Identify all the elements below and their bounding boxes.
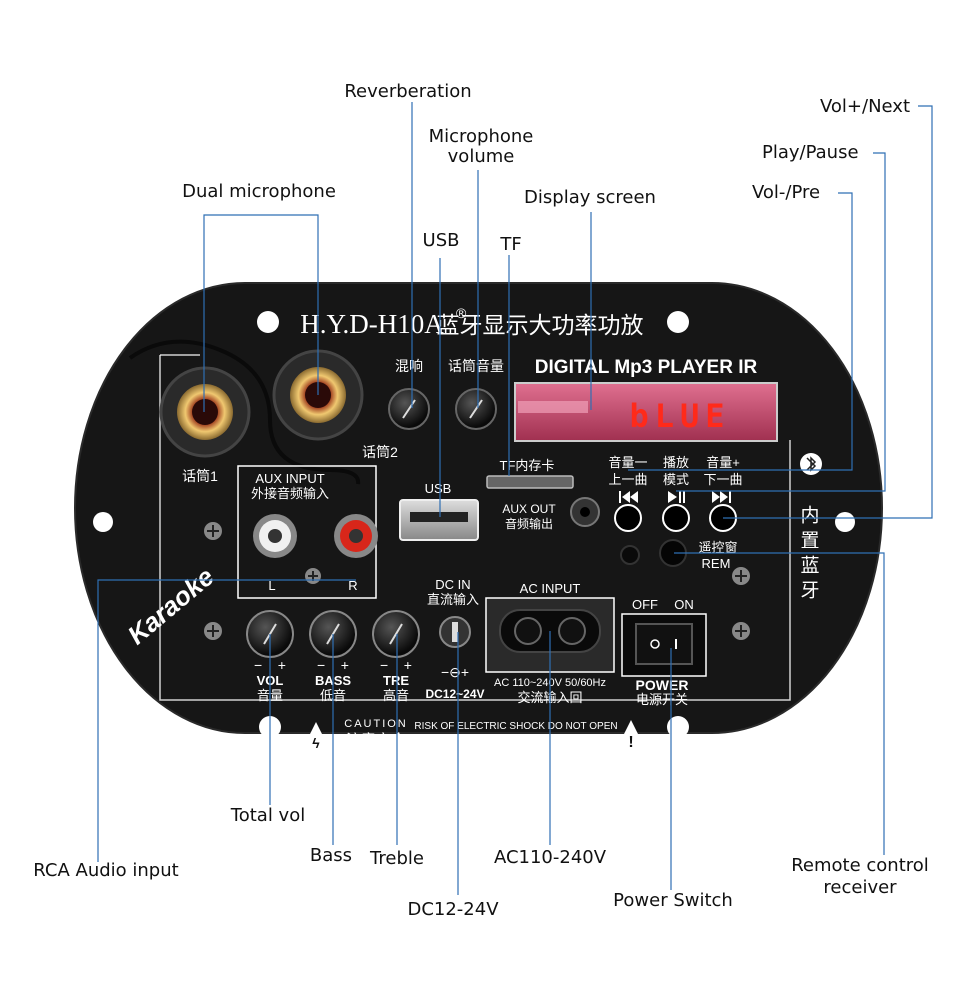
- aux-input-cn-label: 外接音频输入: [251, 486, 329, 501]
- display-screen: [514, 382, 778, 442]
- tre-label: TRE: [383, 673, 409, 688]
- dc-spec-label: DC12~24V: [425, 687, 484, 701]
- board-inner-border: [159, 355, 791, 701]
- aux-r-label: R: [348, 578, 357, 593]
- board-model: H.Y.D-H10A: [300, 309, 444, 339]
- leader-vol-pre: [628, 192, 853, 471]
- callout-remote-line1: Remote control: [791, 855, 929, 876]
- power-label: POWER: [636, 677, 689, 693]
- remote-cn-label: 遥控窗: [698, 540, 737, 555]
- on-label: ON: [674, 597, 694, 612]
- board-reg-mark: ®: [456, 305, 467, 321]
- leader-remote: [674, 552, 885, 855]
- icon-next: [712, 491, 731, 503]
- warning-icon-left: ϟ: [302, 722, 330, 751]
- callout-display-screen: Display screen: [524, 187, 656, 208]
- callout-mic-volume-line2: volume: [447, 146, 515, 167]
- callout-total-vol: Total vol: [230, 805, 306, 826]
- icon-prev: [619, 491, 638, 503]
- mic-volume-knob[interactable]: [455, 388, 497, 430]
- next-label: 下一曲: [703, 472, 742, 487]
- reverb-label: 混响: [395, 358, 423, 374]
- callout-rca-audio-input: RCA Audio input: [33, 860, 179, 881]
- callout-ac: AC110-240V: [493, 847, 607, 868]
- callout-treble: Treble: [370, 848, 424, 869]
- aux-out-label: AUX OUT: [502, 502, 556, 516]
- svg-text:!: !: [628, 734, 633, 751]
- rca-right-jack[interactable]: [334, 514, 378, 558]
- callout-power-switch: Power Switch: [613, 890, 733, 911]
- risk-cn-label: 内部线路有高压，非专业技术人员请勿拆开箱体: [432, 735, 600, 745]
- mic1-label: 话筒1: [182, 468, 218, 484]
- dc-in-cn-label: 直流输入: [427, 592, 479, 607]
- vol-plus-label: 音量+: [706, 455, 740, 470]
- button-play-pause[interactable]: [662, 504, 690, 532]
- callout-vol-next: Vol+/Next: [820, 96, 911, 117]
- leader-play-pause: [676, 152, 886, 492]
- ac-input-label: AC INPUT: [520, 581, 581, 596]
- usb-label: USB: [425, 481, 452, 496]
- play-label: 播放: [663, 455, 689, 470]
- risk-label: RISK OF ELECTRIC SHOCK DO NOT OPEN: [414, 721, 617, 732]
- treble-knob[interactable]: [372, 610, 420, 658]
- button-vol-minus-prev[interactable]: [614, 504, 642, 532]
- callout-dc: DC12-24V: [407, 899, 499, 920]
- power-cn-label: 电源开关: [636, 692, 688, 707]
- callout-mic-volume-line1: Microphone: [428, 126, 534, 147]
- aux-out-jack[interactable]: [570, 497, 600, 527]
- mode-label: 模式: [663, 472, 689, 487]
- aux-input-label: AUX INPUT: [255, 471, 324, 486]
- mic-jack-1[interactable]: [159, 366, 251, 458]
- display-text: bLUE: [629, 397, 730, 435]
- dc-jack[interactable]: [439, 616, 471, 648]
- board-subtitle: 蓝牙显示大功率功放: [437, 312, 644, 338]
- svg-text:ϟ: ϟ: [312, 735, 320, 751]
- callout-play-pause: Play/Pause: [762, 142, 859, 163]
- leader-dual-mic: [203, 214, 319, 412]
- aux-l-label: L: [268, 578, 275, 593]
- tf-label: TF内存卡: [500, 458, 555, 473]
- aux-out-cn-label: 音频输出: [505, 516, 553, 531]
- vol-minus-label: 音量一: [608, 455, 647, 470]
- warning-icon-right: !: [616, 720, 646, 751]
- tre-sign: − +: [380, 657, 412, 673]
- callout-remote-line2: receiver: [823, 877, 897, 898]
- callout-usb: USB: [422, 230, 460, 251]
- reverb-knob[interactable]: [388, 388, 430, 430]
- rca-left-jack[interactable]: [253, 514, 297, 558]
- prev-label: 上一曲: [608, 472, 647, 487]
- mic-cable: [128, 339, 361, 485]
- led-indicator: [620, 545, 640, 565]
- icon-play-pause: [668, 491, 685, 503]
- leader-rca: [97, 579, 356, 862]
- callout-bass: Bass: [309, 845, 353, 866]
- caution-cn-label: 注意安全: [346, 731, 406, 749]
- off-label: OFF: [632, 597, 658, 612]
- mic-vol-label: 话筒音量: [448, 358, 504, 374]
- caution-label: CAUTION: [344, 718, 408, 730]
- callout-reverberation: Reverberation: [344, 81, 472, 102]
- tf-slot[interactable]: [486, 475, 574, 489]
- rem-label: REM: [702, 556, 731, 571]
- tre-cn-label: 高音: [383, 688, 409, 703]
- dc-in-label: DC IN: [435, 577, 470, 592]
- leader-vol-next: [723, 105, 933, 519]
- callout-tf: TF: [500, 234, 522, 255]
- mic2-label: 话筒2: [362, 444, 398, 460]
- mount-holes: [93, 311, 855, 738]
- power-switch[interactable]: [621, 613, 707, 677]
- dc-polarity: −⊖+: [441, 664, 469, 680]
- bt-builtin-label: 内置蓝牙: [798, 505, 820, 605]
- callout-dual-microphone: Dual microphone: [182, 181, 336, 202]
- usb-port[interactable]: [399, 499, 479, 541]
- callout-vol-pre: Vol-/Pre: [752, 182, 821, 203]
